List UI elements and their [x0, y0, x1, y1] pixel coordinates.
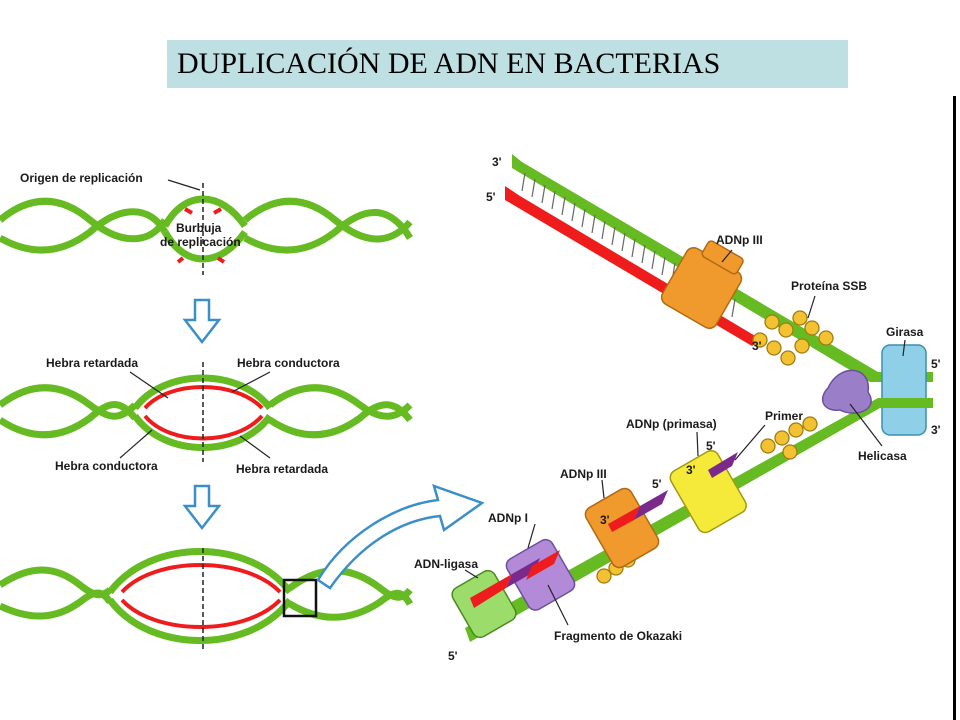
- label-5-top: 5': [486, 190, 496, 204]
- down-arrow-icon-2: [182, 484, 222, 531]
- label-okazaki: Fragmento de Okazaki: [554, 629, 682, 643]
- leader-leading-a: [231, 371, 271, 393]
- title-banner: DUPLICACIÓN DE ADN EN BACTERIAS: [167, 40, 848, 88]
- okazaki-red-lower: [608, 506, 640, 532]
- label-3-red: 3': [752, 339, 762, 353]
- primase: [669, 449, 747, 534]
- label-lagging-a: Hebra retardada: [46, 356, 138, 370]
- dna-pol-iii-top: [660, 240, 744, 330]
- label-helicasa: Helicasa: [858, 449, 907, 463]
- label-girasa: Girasa: [886, 325, 924, 339]
- gyrase: [881, 344, 927, 436]
- label-5-right: 5': [931, 357, 941, 371]
- primer-1: [506, 558, 540, 588]
- label-pol-i: ADNp I: [488, 511, 528, 525]
- origin-leader: [167, 179, 201, 191]
- label-origin: Origen de replicación: [20, 171, 143, 185]
- down-arrow-icon: [182, 298, 222, 345]
- label-lagging-b: Hebra retardada: [236, 462, 328, 476]
- page-title: DUPLICACIÓN DE ADN EN BACTERIAS: [177, 47, 721, 80]
- label-ssb: Proteína SSB: [791, 279, 867, 293]
- label-3-pol-iii: 3': [600, 513, 610, 527]
- okazaki-red-1: [470, 574, 512, 608]
- ssb-proteins-top: [752, 310, 834, 366]
- primer-lower: [634, 490, 668, 520]
- label-leading-b: Hebra conductora: [55, 459, 158, 473]
- leader-lagging-a: [129, 371, 169, 399]
- right-border-line: [953, 96, 956, 720]
- helix-stage-2: [0, 374, 413, 451]
- label-primer: Primer: [765, 409, 803, 423]
- primer-rna: [708, 452, 738, 478]
- right-leaders: [464, 249, 906, 626]
- zoom-box: [282, 578, 318, 618]
- zoom-arrow-icon: [316, 484, 485, 590]
- label-5-bottom: 5': [448, 649, 458, 663]
- label-pol-iii-top: ADNp III: [716, 233, 763, 247]
- leader-leading-b: [119, 429, 153, 459]
- label-5-pol-iii: 5': [652, 477, 662, 491]
- helix-stage-3: [0, 548, 414, 644]
- label-3-right: 3': [931, 423, 941, 437]
- label-pol-iii-low: ADNp III: [560, 467, 607, 481]
- label-primasa: ADNp (primasa): [626, 417, 717, 431]
- label-5-primasa: 5': [706, 439, 716, 453]
- label-leading-a: Hebra conductora: [237, 356, 340, 370]
- okazaki-red-2: [526, 550, 560, 580]
- leader-lagging-b: [239, 435, 271, 459]
- label-ligasa: ADN-ligasa: [414, 557, 478, 571]
- helicase: [821, 369, 872, 414]
- label-3-primasa: 3': [686, 463, 696, 477]
- label-bubble-1: Burbuja: [176, 221, 222, 235]
- label-3-top: 3': [492, 155, 502, 169]
- label-bubble-2: de replicación: [160, 235, 241, 249]
